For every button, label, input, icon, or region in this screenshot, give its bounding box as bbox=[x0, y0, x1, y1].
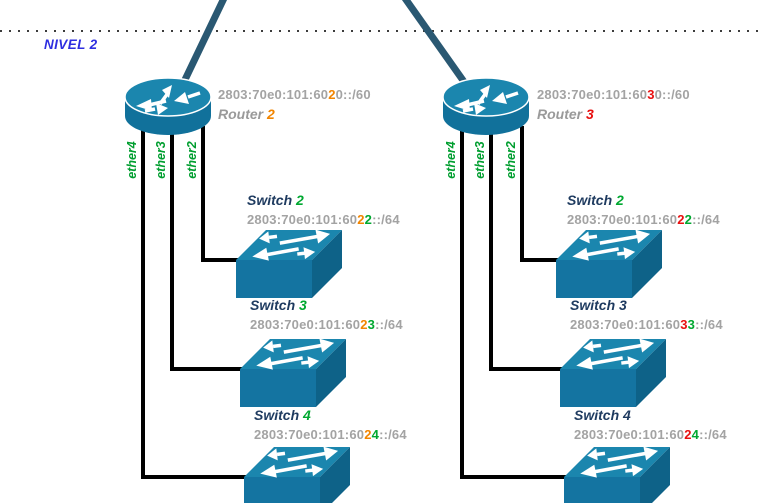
switch-icon bbox=[564, 441, 671, 503]
address-digit-1: 2 bbox=[360, 317, 368, 332]
switch-title: Switch 4 bbox=[574, 407, 631, 423]
uplink-router2-icon bbox=[178, 0, 228, 88]
address-prefix: 2803:70e0:101:60 bbox=[250, 317, 361, 332]
address-prefix: 2803:70e0:101:60 bbox=[218, 87, 329, 102]
address-prefix: 2803:70e0:101:60 bbox=[247, 212, 358, 227]
address-prefix: 2803:70e0:101:60 bbox=[570, 317, 681, 332]
switch-number: 4 bbox=[623, 407, 631, 423]
address-digit-2: 4 bbox=[691, 427, 700, 442]
router-name: Router 3 bbox=[537, 106, 594, 122]
switch-icon bbox=[236, 224, 343, 299]
switch-address: 2803:70e0:101:6024::/64 bbox=[254, 427, 407, 442]
level-boundary-dotted-line bbox=[0, 30, 760, 32]
cable-router3-ether3-switch3 bbox=[489, 126, 566, 371]
address-prefix: 2803:70e0:101:60 bbox=[254, 427, 365, 442]
cable-router3-ether2-switch2 bbox=[520, 126, 562, 262]
address-accent-digit: 2 bbox=[328, 87, 336, 102]
switch-title: Switch 3 bbox=[570, 297, 627, 313]
switch-title: Switch 2 bbox=[567, 192, 624, 208]
switch-title-text: Switch bbox=[574, 407, 624, 423]
interface-label-ether3: ether3 bbox=[154, 141, 168, 179]
switch-title-text: Switch bbox=[247, 192, 297, 208]
address-suffix: ::/64 bbox=[692, 212, 720, 227]
router-name-text: Router bbox=[537, 106, 586, 122]
address-suffix: 0::/60 bbox=[335, 87, 371, 102]
interface-label-ether2: ether2 bbox=[504, 141, 518, 179]
address-digit-1: 3 bbox=[680, 317, 688, 332]
switch-title: Switch 2 bbox=[247, 192, 304, 208]
address-prefix: 2803:70e0:101:60 bbox=[574, 427, 685, 442]
address-prefix: 2803:70e0:101:60 bbox=[537, 87, 648, 102]
switch-icon bbox=[560, 333, 667, 408]
switch-number: 3 bbox=[619, 297, 627, 313]
address-suffix: ::/64 bbox=[375, 317, 403, 332]
router-icon bbox=[122, 76, 214, 138]
switch-title-text: Switch bbox=[567, 192, 617, 208]
interface-label-ether4: ether4 bbox=[125, 141, 139, 179]
router-number: 3 bbox=[586, 106, 594, 122]
uplink-router3-icon bbox=[401, 0, 470, 89]
interface-label-ether2: ether2 bbox=[185, 141, 199, 179]
address-prefix: 2803:70e0:101:60 bbox=[567, 212, 678, 227]
cable-router2-ether4-switch4 bbox=[141, 126, 250, 479]
switch-title: Switch 4 bbox=[254, 407, 311, 423]
switch-number: 2 bbox=[616, 192, 624, 208]
address-digit-2: 2 bbox=[364, 212, 373, 227]
address-suffix: ::/64 bbox=[699, 427, 727, 442]
address-digit-2: 4 bbox=[371, 427, 380, 442]
address-digit-2: 3 bbox=[687, 317, 696, 332]
switch-number: 4 bbox=[303, 407, 311, 423]
switch-number: 2 bbox=[296, 192, 304, 208]
switch-address: 2803:70e0:101:6024::/64 bbox=[574, 427, 727, 442]
cable-router3-ether4-switch4 bbox=[460, 126, 570, 479]
switch-title-text: Switch bbox=[570, 297, 620, 313]
router-number: 2 bbox=[267, 106, 275, 122]
switch-icon bbox=[556, 224, 663, 299]
level-2-label: NIVEL 2 bbox=[44, 37, 98, 52]
address-digit-2: 3 bbox=[367, 317, 376, 332]
switch-address: 2803:70e0:101:6033::/64 bbox=[570, 317, 723, 332]
router-address: 2803:70e0:101:6030::/60 bbox=[537, 87, 690, 102]
router-name: Router 2 bbox=[218, 106, 275, 122]
interface-label-ether4: ether4 bbox=[444, 141, 458, 179]
switch-title-text: Switch bbox=[254, 407, 304, 423]
address-suffix: ::/64 bbox=[695, 317, 723, 332]
address-digit-1: 2 bbox=[684, 427, 692, 442]
router-name-text: Router bbox=[218, 106, 267, 122]
switch-address: 2803:70e0:101:6023::/64 bbox=[250, 317, 403, 332]
switch-title-text: Switch bbox=[250, 297, 300, 313]
switch-title: Switch 3 bbox=[250, 297, 307, 313]
switch-icon bbox=[240, 333, 347, 408]
interface-label-ether3: ether3 bbox=[473, 141, 487, 179]
address-digit-1: 2 bbox=[364, 427, 372, 442]
switch-icon bbox=[244, 441, 351, 503]
address-accent-digit: 3 bbox=[647, 87, 655, 102]
router-icon bbox=[440, 76, 532, 138]
address-digit-1: 2 bbox=[677, 212, 685, 227]
address-digit-1: 2 bbox=[357, 212, 365, 227]
address-suffix: ::/64 bbox=[379, 427, 407, 442]
switch-number: 3 bbox=[299, 297, 307, 313]
address-digit-2: 2 bbox=[684, 212, 693, 227]
cable-router2-ether2-switch2 bbox=[201, 126, 242, 262]
router-address: 2803:70e0:101:6020::/60 bbox=[218, 87, 371, 102]
switch-address: 2803:70e0:101:6022::/64 bbox=[567, 212, 720, 227]
cable-router2-ether3-switch3 bbox=[170, 126, 246, 371]
address-suffix: ::/64 bbox=[372, 212, 400, 227]
address-suffix: 0::/60 bbox=[654, 87, 690, 102]
switch-address: 2803:70e0:101:6022::/64 bbox=[247, 212, 400, 227]
